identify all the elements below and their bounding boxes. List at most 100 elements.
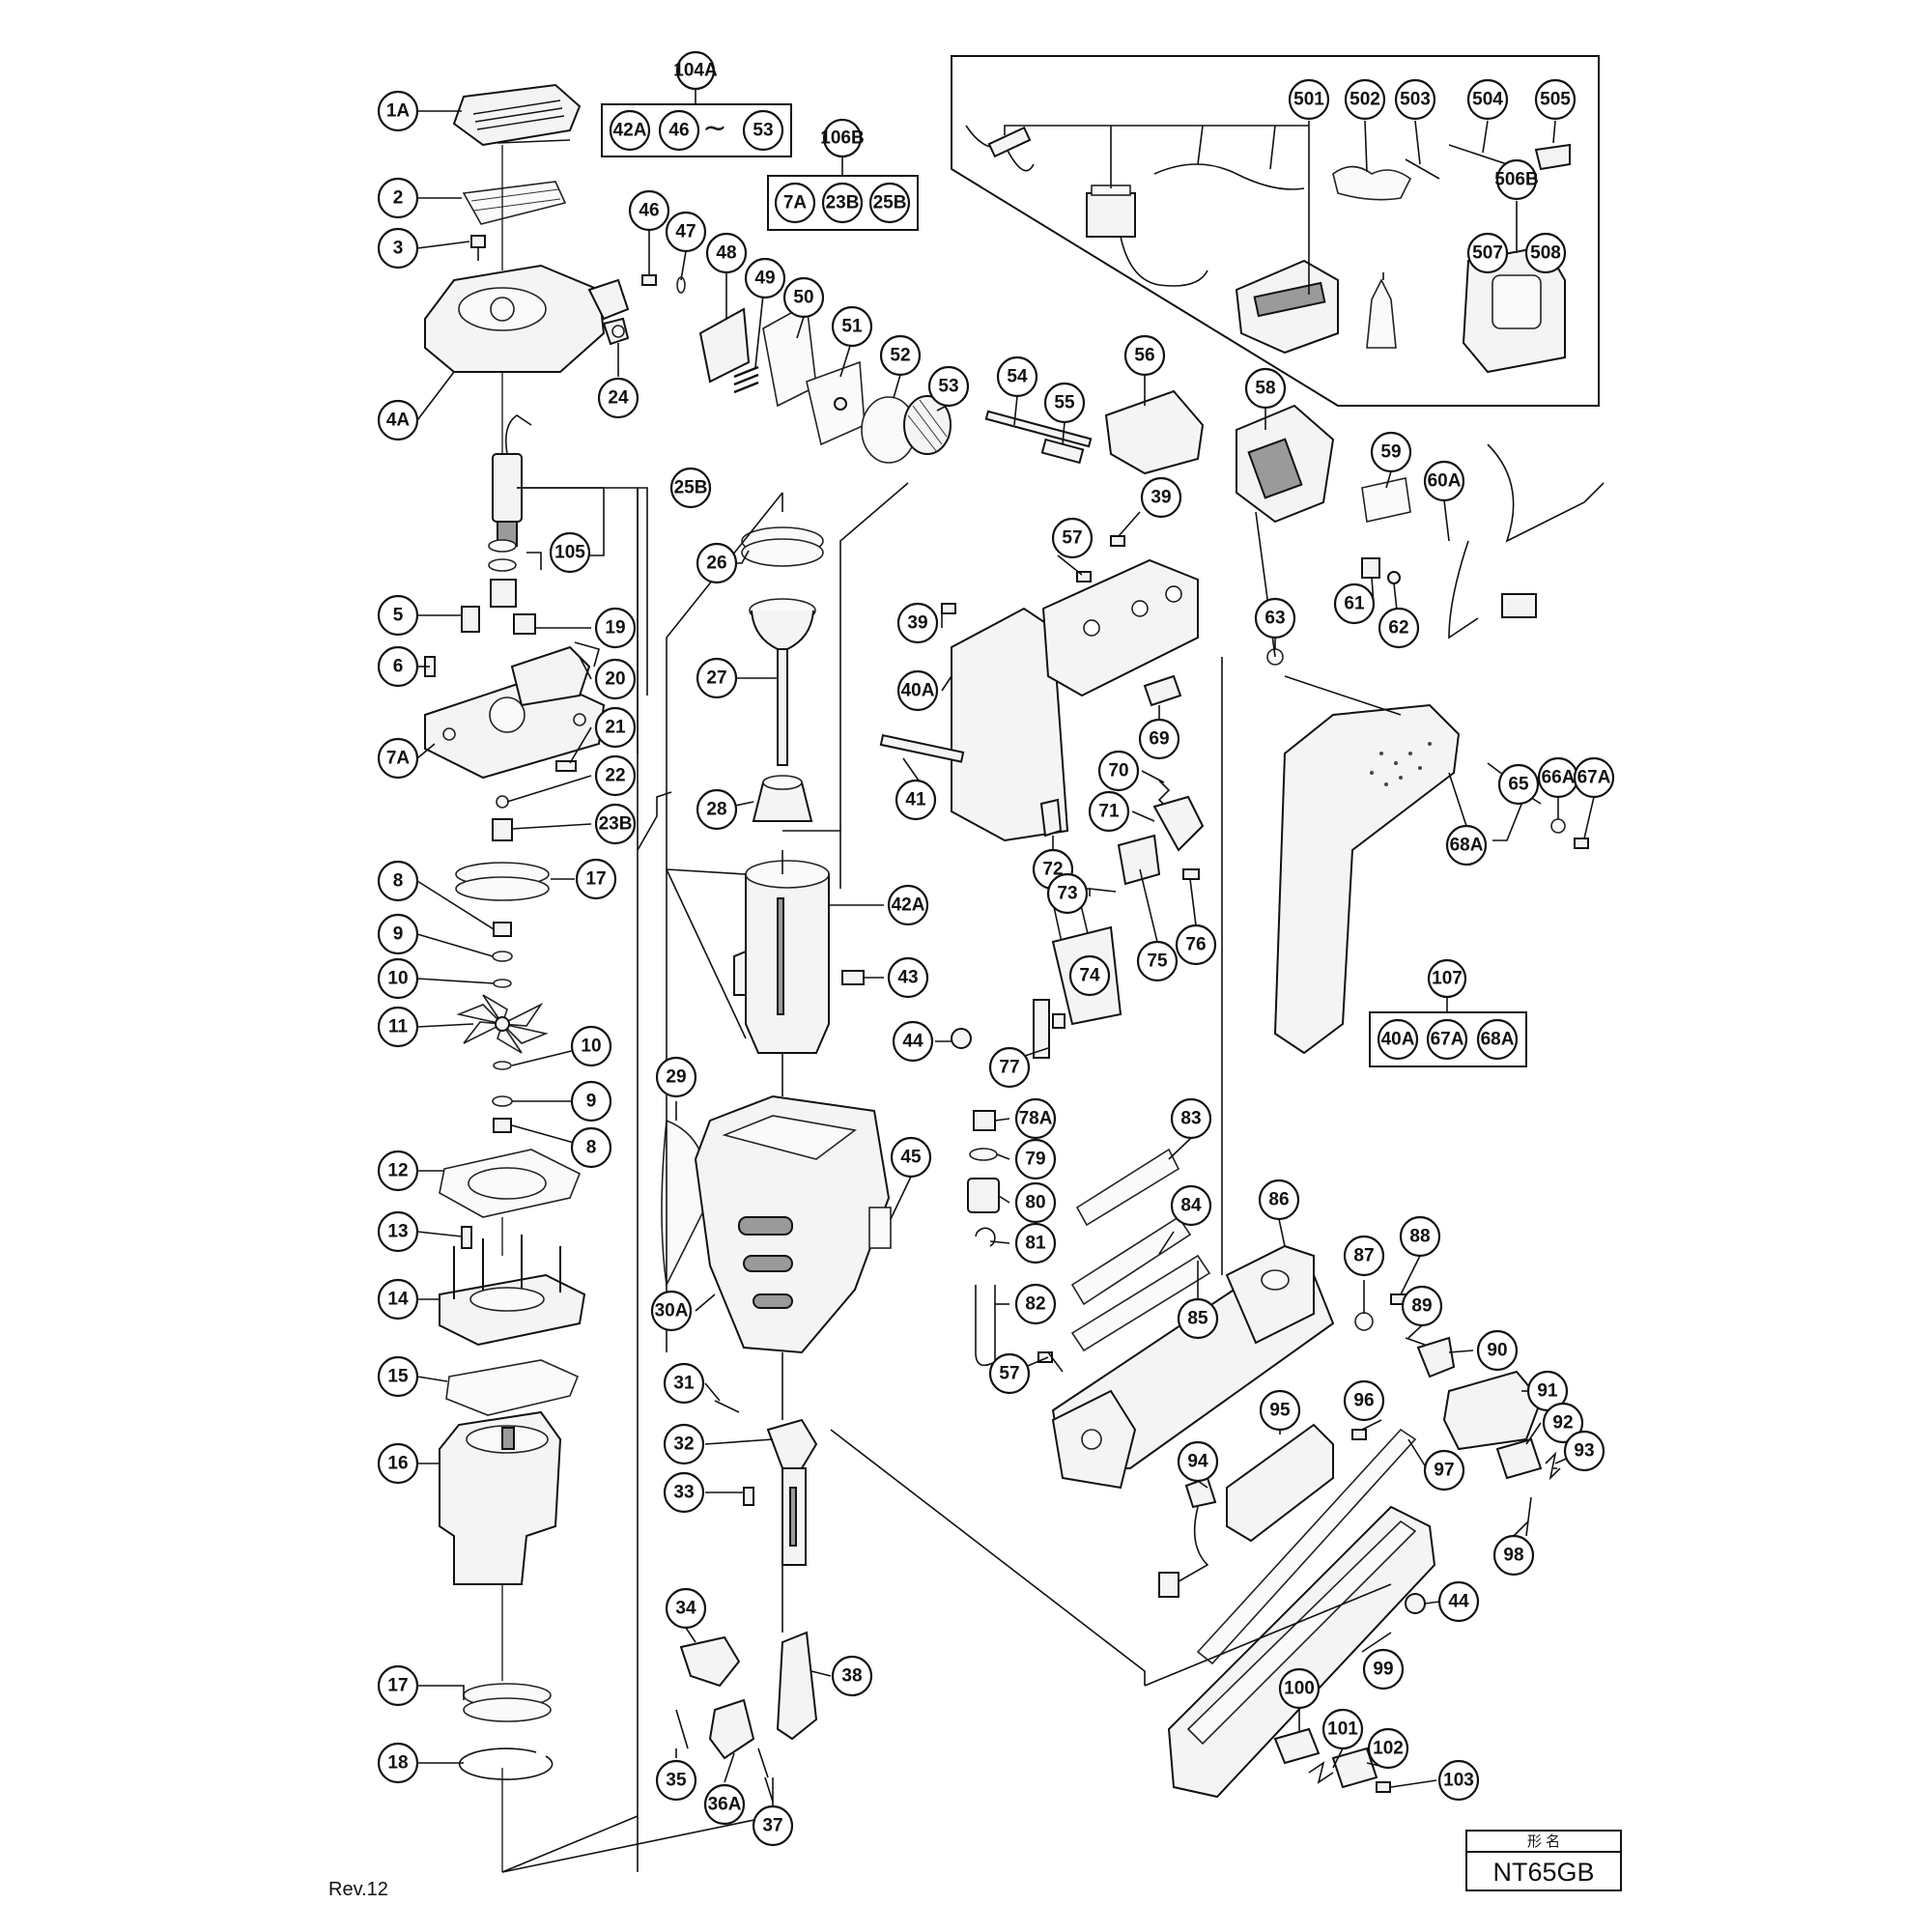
callout-39: 39 <box>896 602 939 644</box>
callout-label: 103 <box>1443 1771 1474 1791</box>
callout-87: 87 <box>1343 1235 1385 1277</box>
callout-25B: 25B <box>669 467 712 509</box>
callout-66A: 66A <box>1537 756 1579 799</box>
callout-61: 61 <box>1333 582 1376 625</box>
callout-label: 44 <box>902 1032 923 1052</box>
callout-label: 88 <box>1409 1227 1430 1247</box>
callout-label: 49 <box>754 269 775 289</box>
callout-42A: 42A <box>887 884 929 926</box>
callout-13: 13 <box>377 1210 419 1253</box>
callout-label: 23B <box>599 814 633 835</box>
callout-28: 28 <box>696 788 738 831</box>
callout-label: 73 <box>1057 884 1077 904</box>
callout-502: 502 <box>1344 78 1386 121</box>
callout-label: 79 <box>1025 1150 1045 1170</box>
callout-21: 21 <box>594 706 637 749</box>
callout-label: 26 <box>706 554 726 574</box>
callout-506B: 506B <box>1494 158 1539 201</box>
callout-3: 3 <box>377 227 419 270</box>
callout-10: 10 <box>377 957 419 1000</box>
callout-label: 41 <box>905 790 926 810</box>
callout-69: 69 <box>1138 718 1180 760</box>
callout-9: 9 <box>570 1080 612 1122</box>
callout-104A: 104A <box>673 50 718 91</box>
callout-label: 2 <box>393 188 404 209</box>
callout-label: 16 <box>387 1454 408 1474</box>
callout-label: 43 <box>897 968 918 988</box>
callout-7A-kit: 7A <box>783 193 808 213</box>
callout-58: 58 <box>1244 367 1287 410</box>
callout-label: 68A <box>1450 836 1484 856</box>
callout-label: 57 <box>1062 528 1082 549</box>
callout-label: 52 <box>890 346 910 366</box>
callout-25B-kit: 25B <box>873 193 907 213</box>
callout-105: 105 <box>549 531 591 574</box>
callout-70: 70 <box>1097 750 1140 792</box>
callout-57: 57 <box>988 1352 1031 1395</box>
callout-label: 85 <box>1187 1309 1208 1329</box>
callout-27: 27 <box>696 657 738 699</box>
callout-4A: 4A <box>377 399 419 441</box>
callout-42A-kit: 42A <box>613 121 647 141</box>
callout-label: 69 <box>1149 729 1169 750</box>
callout-99: 99 <box>1362 1648 1405 1690</box>
callout-18: 18 <box>377 1742 419 1784</box>
callout-label: 58 <box>1255 379 1275 399</box>
callout-26: 26 <box>696 542 738 584</box>
callout-label: 46 <box>639 201 659 221</box>
callout-label: 1A <box>386 101 411 122</box>
callout-label: 59 <box>1380 442 1401 463</box>
revision-label: Rev.12 <box>328 1879 388 1900</box>
callout-label: 18 <box>387 1753 408 1774</box>
callout-label: 67A <box>1577 768 1611 788</box>
callout-10: 10 <box>570 1025 612 1067</box>
callout-71: 71 <box>1088 790 1130 833</box>
callout-label: 54 <box>1007 367 1028 387</box>
callout-label: 99 <box>1373 1660 1393 1680</box>
callout-label: 57 <box>999 1364 1019 1384</box>
callout-32: 32 <box>663 1423 705 1465</box>
callout-label: 17 <box>585 869 606 890</box>
callout-16: 16 <box>377 1442 419 1485</box>
callout-76: 76 <box>1175 923 1217 966</box>
callout-label: 86 <box>1268 1190 1289 1210</box>
callout-107: 107 <box>1432 969 1463 989</box>
callout-label: 80 <box>1025 1193 1045 1213</box>
callout-43: 43 <box>887 956 929 999</box>
group-kit-107: 107 40A 67A 68A <box>1377 958 1519 1061</box>
callout-label: 77 <box>999 1058 1019 1078</box>
callout-label: 105 <box>554 543 585 563</box>
callout-label: 502 <box>1350 90 1380 110</box>
title-block: 形 名 NT65GB <box>1465 1830 1622 1891</box>
callout-93: 93 <box>1563 1430 1605 1472</box>
callout-label: 20 <box>605 669 625 690</box>
callout-94: 94 <box>1177 1440 1219 1483</box>
callout-47: 47 <box>665 211 707 253</box>
callout-46-kit: 46 <box>668 121 689 141</box>
callout-label: 38 <box>841 1666 862 1687</box>
callout-9: 9 <box>377 913 419 955</box>
callout-label: 6 <box>393 657 404 677</box>
callout-95: 95 <box>1259 1389 1301 1432</box>
callout-label: 60A <box>1428 471 1462 492</box>
callout-label: 83 <box>1180 1109 1201 1129</box>
callout-label: 82 <box>1025 1294 1045 1315</box>
callout-39: 39 <box>1140 476 1182 519</box>
callout-505: 505 <box>1534 78 1577 121</box>
callout-79: 79 <box>1014 1138 1057 1180</box>
callout-label: 42A <box>892 895 925 916</box>
callout-label: 56 <box>1134 346 1154 366</box>
callout-label: 27 <box>706 668 726 689</box>
callout-97: 97 <box>1423 1449 1465 1492</box>
callout-label: 4A <box>386 411 411 431</box>
callout-label: 8 <box>393 871 404 892</box>
callout-20: 20 <box>594 658 637 700</box>
callout-label: 91 <box>1537 1381 1558 1402</box>
callout-label: 3 <box>393 239 404 259</box>
callout-label: 75 <box>1147 952 1168 972</box>
callout-86: 86 <box>1258 1179 1300 1221</box>
callout-96: 96 <box>1343 1379 1385 1422</box>
callout-24: 24 <box>597 377 639 419</box>
callout-90: 90 <box>1476 1329 1519 1372</box>
